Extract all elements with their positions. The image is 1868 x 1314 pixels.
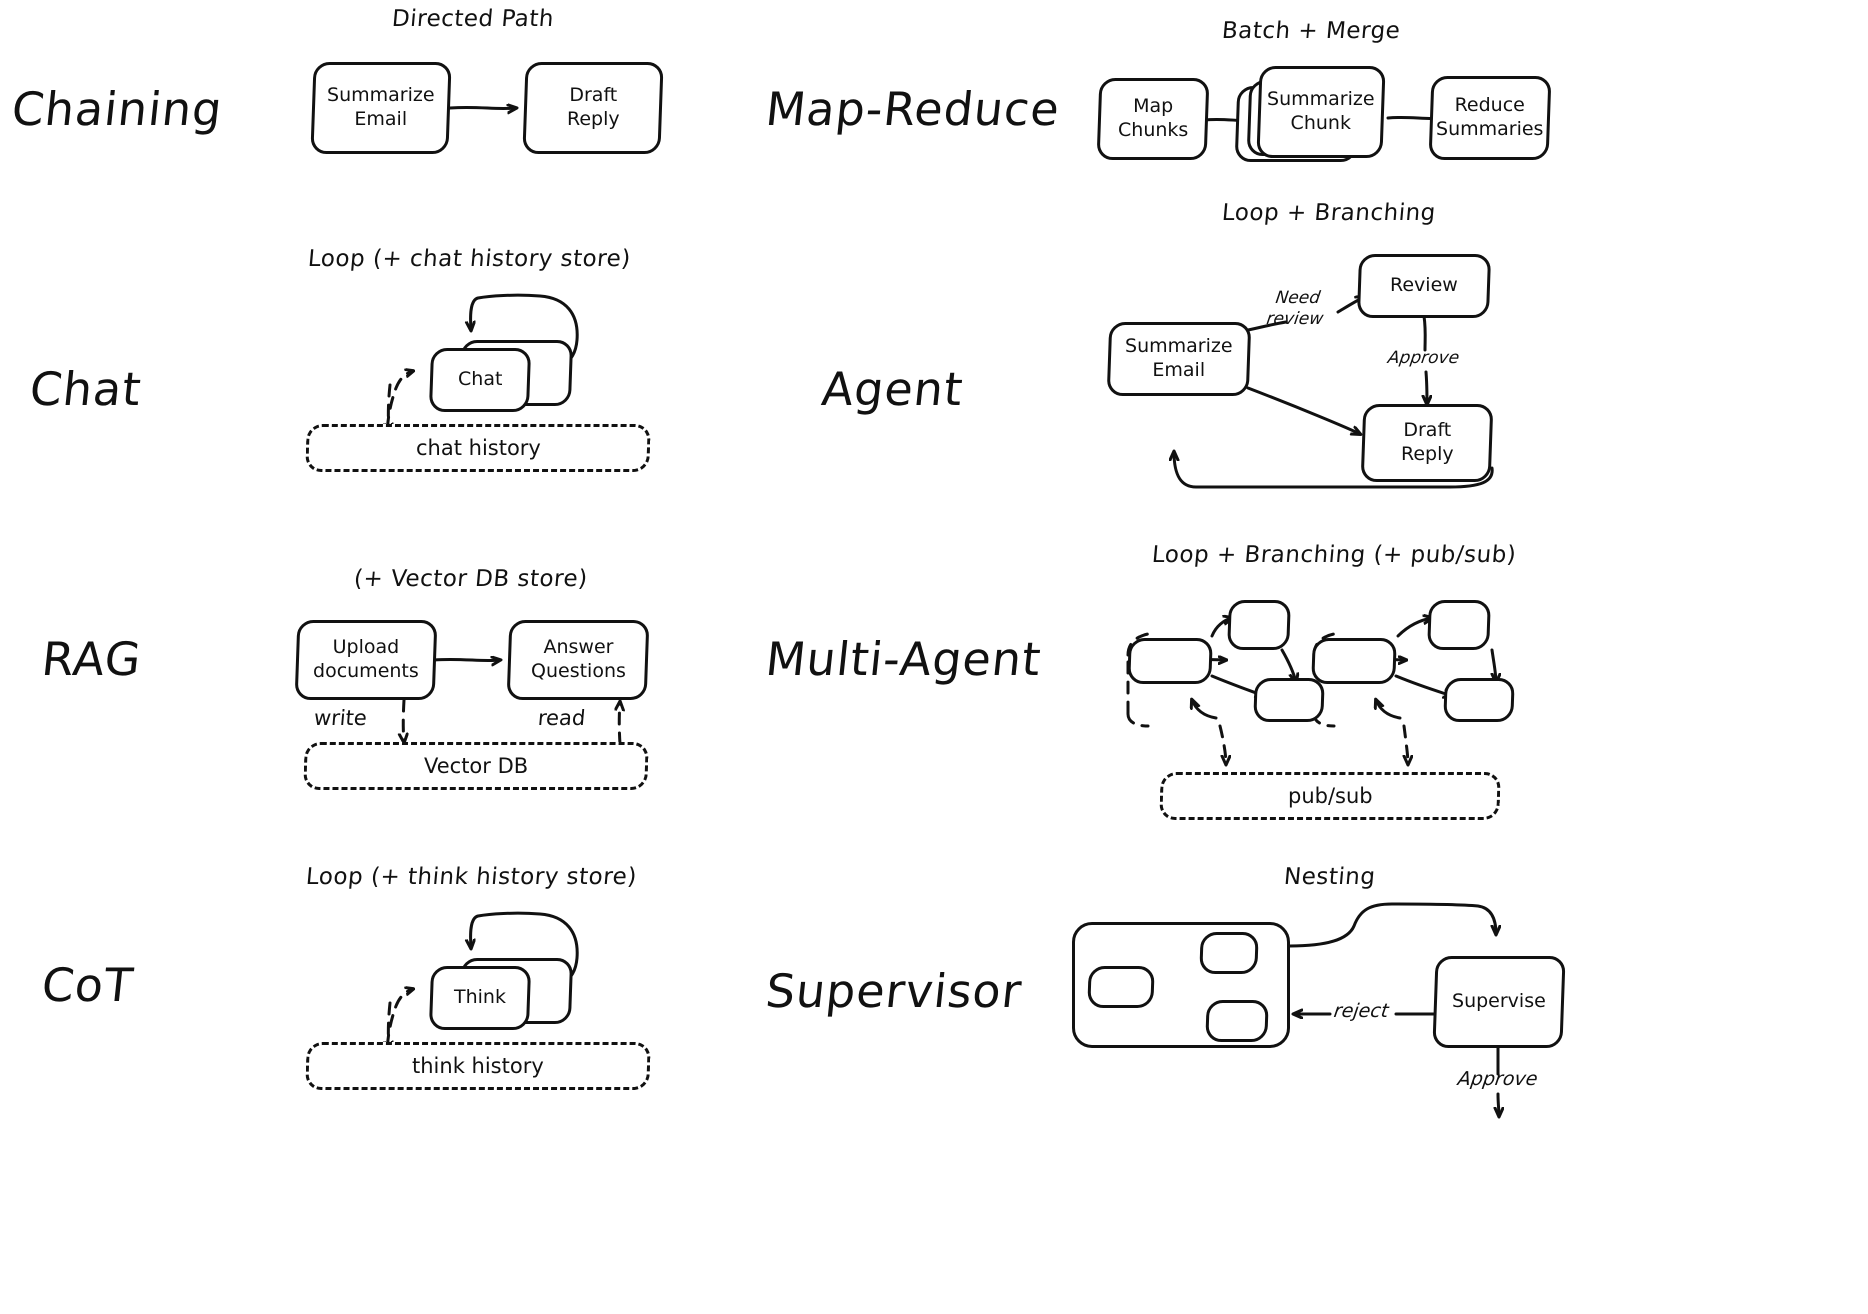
node-sub-agent-bottom[interactable]	[1205, 1000, 1269, 1042]
node-map-chunks[interactable]: Map Chunks	[1096, 78, 1210, 160]
node-agent-a-top[interactable]	[1227, 600, 1291, 650]
edge-label-need-review: Need review	[1265, 288, 1325, 330]
node-supervise[interactable]: Supervise	[1432, 956, 1566, 1048]
edge-label-reject: reject	[1332, 1000, 1390, 1022]
edge-label-approve-agent: Approve	[1386, 348, 1461, 368]
node-review[interactable]: Review	[1356, 254, 1492, 318]
caption-multi-agent: Loop + Branching (+ pub/sub)	[1150, 542, 1518, 568]
edge-label-write: write	[312, 706, 368, 730]
store-think-history[interactable]: think history	[305, 1042, 651, 1090]
store-pub-sub[interactable]: pub/sub	[1159, 772, 1501, 820]
node-agent-b-bottom[interactable]	[1443, 678, 1515, 722]
node-summarize-email-chaining[interactable]: Summarize Email	[310, 62, 452, 154]
pattern-name-rag: RAG	[39, 632, 145, 686]
pattern-name-cot: CoT	[39, 958, 137, 1012]
pattern-name-map-reduce: Map-Reduce	[763, 82, 1063, 136]
caption-chat: Loop (+ chat history store)	[306, 246, 632, 272]
caption-rag: (+ Vector DB store)	[352, 566, 589, 592]
edge-label-read: read	[536, 706, 587, 730]
node-sub-agent-main[interactable]	[1087, 966, 1155, 1008]
store-chat-history[interactable]: chat history	[305, 424, 651, 472]
pattern-name-agent: Agent	[819, 362, 967, 416]
node-draft-reply-agent[interactable]: Draft Reply	[1360, 404, 1494, 482]
caption-supervisor: Nesting	[1282, 864, 1377, 890]
pattern-name-multi-agent: Multi-Agent	[763, 632, 1045, 686]
pattern-name-chaining: Chaining	[9, 82, 226, 136]
node-summarize-chunk[interactable]: Summarize Chunk	[1256, 66, 1386, 158]
node-summarize-email-agent[interactable]: Summarize Email	[1106, 322, 1252, 396]
node-upload-documents[interactable]: Upload documents	[294, 620, 438, 700]
caption-map-reduce: Batch + Merge	[1220, 18, 1402, 44]
node-agent-b-main[interactable]	[1311, 638, 1397, 684]
node-answer-questions[interactable]: Answer Questions	[506, 620, 650, 700]
caption-cot: Loop (+ think history store)	[304, 864, 638, 890]
node-agent-a-main[interactable]	[1127, 638, 1213, 684]
caption-chaining: Directed Path	[390, 6, 556, 32]
node-agent-a-bottom[interactable]	[1253, 678, 1325, 722]
pattern-name-supervisor: Supervisor	[763, 964, 1025, 1018]
node-agent-b-top[interactable]	[1427, 600, 1491, 650]
edge-label-approve-supervisor: Approve	[1456, 1068, 1540, 1090]
store-vector-db[interactable]: Vector DB	[303, 742, 649, 790]
node-sub-agent-top[interactable]	[1199, 932, 1259, 974]
node-draft-reply-chaining[interactable]: Draft Reply	[522, 62, 664, 154]
pattern-name-chat: Chat	[27, 362, 145, 416]
node-reduce-summaries[interactable]: Reduce Summaries	[1428, 76, 1552, 160]
caption-agent: Loop + Branching	[1220, 200, 1437, 226]
node-think[interactable]: Think	[428, 966, 532, 1030]
node-chat[interactable]: Chat	[428, 348, 532, 412]
